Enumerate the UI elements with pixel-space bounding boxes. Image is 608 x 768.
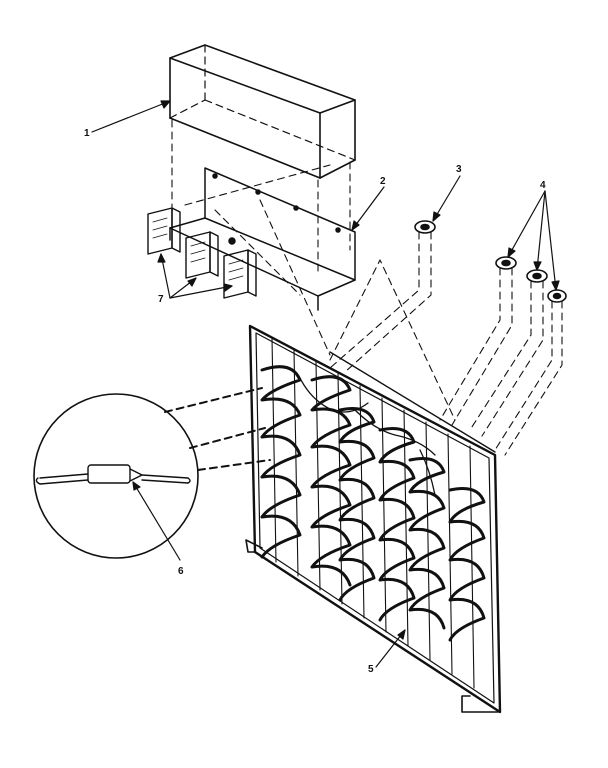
cover-box [169, 44, 356, 179]
callout-7: 7 [158, 294, 164, 305]
callout-6: 6 [178, 566, 184, 577]
grommet-alignment-lines [329, 231, 563, 456]
callout-4: 4 [540, 180, 546, 191]
callout-2: 2 [380, 176, 386, 187]
grommet-4b [526, 269, 548, 283]
leader-arrows [91, 100, 560, 668]
detail-lines [164, 387, 271, 471]
callout-1: 1 [84, 128, 90, 139]
heater-grid [245, 324, 502, 714]
cover-alignment-lines [171, 119, 351, 276]
fuse-detail [33, 393, 199, 559]
terminal-block-3 [223, 249, 257, 299]
plate-alignment-lines [184, 164, 331, 356]
terminal-blocks [147, 207, 257, 299]
fuse-icon [35, 464, 191, 485]
grommets [414, 220, 567, 303]
callout-5: 5 [368, 664, 374, 675]
grommet-4c [547, 289, 567, 303]
grommet-4a [495, 256, 517, 270]
bracket-plate [169, 167, 356, 311]
terminal-block-1 [147, 207, 181, 255]
terminal-block-2 [185, 231, 219, 279]
callout-3: 3 [456, 164, 462, 175]
grommet-3 [414, 220, 436, 234]
